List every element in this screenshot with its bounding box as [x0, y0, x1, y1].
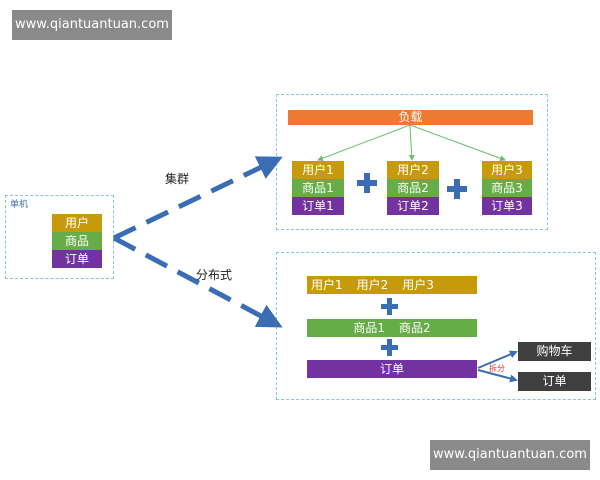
distributed-products-bar: 商品1 商品2: [307, 319, 477, 337]
distributed-user-1: 用户1: [311, 278, 343, 292]
distributed-users-bar: 用户1 用户2 用户3: [307, 276, 477, 294]
cluster-node-2-order: 订单2: [387, 197, 439, 215]
split-arrow-cart: [477, 350, 518, 369]
plus-icon: [381, 339, 398, 356]
cluster-node-2-user: 用户2: [387, 161, 439, 179]
single-order-block: 订单: [52, 250, 102, 268]
distributed-label: 分布式: [196, 268, 233, 282]
cluster-node-3-product: 商品3: [482, 179, 532, 197]
cluster-node-1-order: 订单1: [292, 197, 344, 215]
cluster-node-2-product: 商品2: [387, 179, 439, 197]
distributed-product-2: 商品2: [399, 321, 431, 335]
order-service-block: 订单: [518, 372, 591, 391]
distributed-user-2: 用户2: [356, 278, 389, 292]
distributed-order-bar: 订单: [307, 360, 477, 378]
load-line-3: [409, 124, 506, 162]
split-arrow-order: [477, 369, 518, 383]
single-product-block: 商品: [52, 232, 102, 250]
single-user-block: 用户: [52, 214, 102, 232]
load-line-1: [317, 124, 411, 162]
split-label: 拆分: [489, 364, 505, 373]
watermark-top: www.qiantuantuan.com: [12, 10, 172, 40]
cluster-node-1-product: 商品1: [292, 179, 344, 197]
load-balancer-bar: 负载: [288, 110, 533, 125]
load-line-2: [408, 124, 415, 161]
cluster-node-3-order: 订单3: [482, 197, 532, 215]
cluster-label: 集群: [165, 172, 190, 186]
cart-block: 购物车: [518, 342, 591, 361]
plus-icon: [357, 173, 377, 193]
distributed-arrow: [112, 235, 283, 328]
watermark-bottom: www.qiantuantuan.com: [430, 440, 590, 470]
distributed-user-3: 用户3: [402, 278, 434, 292]
cluster-node-3-user: 用户3: [482, 161, 532, 179]
distributed-product-1: 商品1: [353, 321, 385, 335]
single-frame: [5, 195, 114, 279]
single-title: 单机: [10, 200, 29, 210]
cluster-arrow: [112, 156, 283, 241]
cluster-node-1-user: 用户1: [292, 161, 344, 179]
plus-icon: [447, 179, 467, 199]
plus-icon: [381, 298, 398, 315]
